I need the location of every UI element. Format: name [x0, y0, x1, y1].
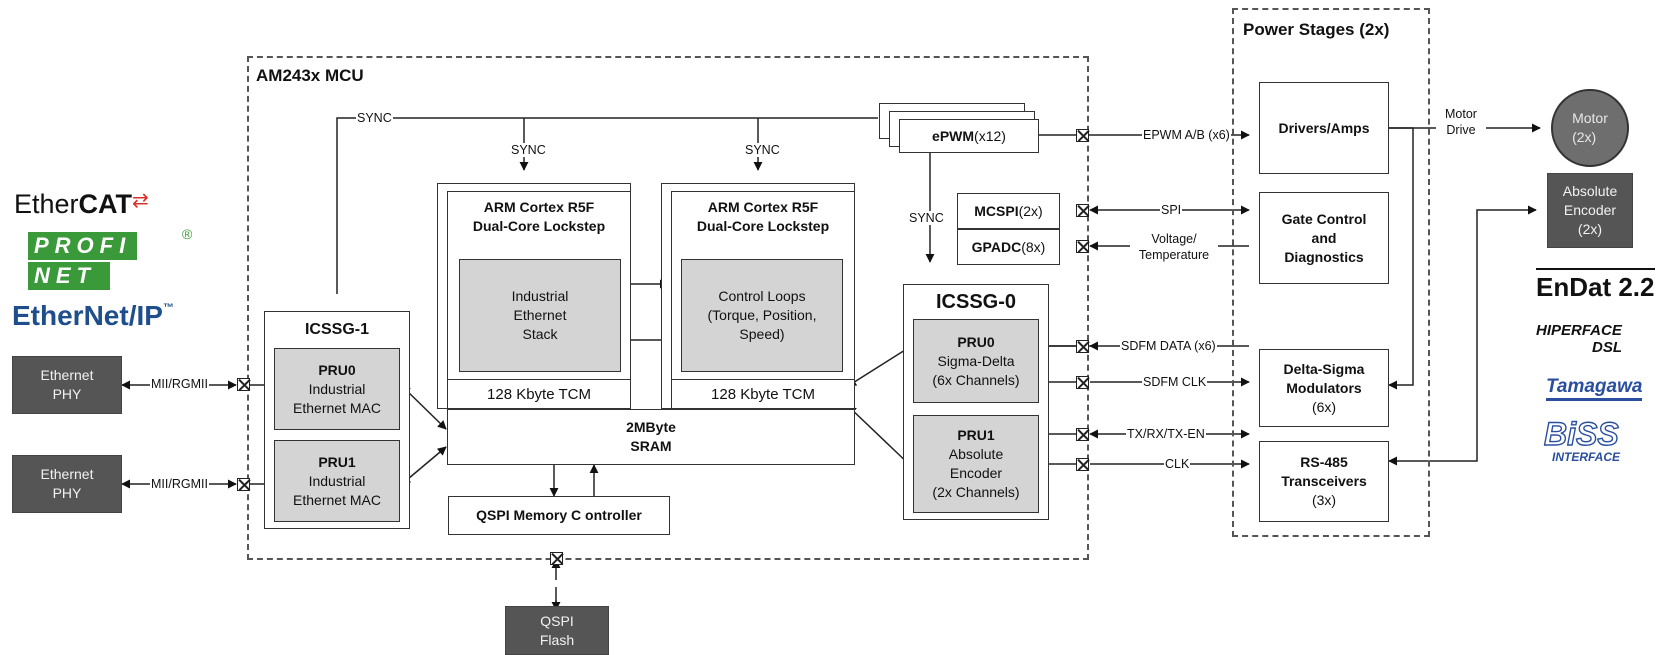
pru1-title: PRU1 — [957, 427, 995, 443]
rs485-title: RS-485 Transceivers — [1281, 454, 1367, 489]
power-stages-title: Power Stages (2x) — [1243, 20, 1390, 39]
gpadc-block: GPADC (8x) — [957, 229, 1060, 265]
endat-logo: EnDat 2.2 — [1536, 268, 1655, 303]
sync-label: SYNC — [908, 211, 945, 225]
gpadc-count: (8x) — [1021, 238, 1046, 255]
pin-mux-icon — [1076, 129, 1089, 142]
tamagawa-logo: Tamagawa — [1546, 376, 1643, 401]
rs485-transceivers: RS-485 Transceivers (3x) — [1259, 441, 1389, 522]
sram-2mbyte: 2MByte SRAM — [447, 409, 855, 465]
gate-control-diagnostics: Gate Control and Diagnostics — [1259, 192, 1389, 284]
r5f-b-tcm: 128 Kbyte TCM — [671, 379, 855, 409]
drivers-amps: Drivers/Amps — [1259, 82, 1389, 174]
mii-label-1: MII/RGMII — [150, 377, 209, 391]
delta-sigma-modulators: Delta-Sigma Modulators (6x) — [1259, 349, 1389, 427]
r5f-b-title: ARM Cortex R5F Dual-Core Lockstep — [696, 199, 830, 234]
pin-mux-icon — [1076, 340, 1089, 353]
ethernetip-text: EtherNet/IP — [12, 300, 163, 331]
mcspi-count: (2x) — [1018, 202, 1043, 219]
mcspi-block: MCSPI (2x) — [957, 193, 1060, 229]
r5f-a-tcm: 128 Kbyte TCM — [447, 379, 631, 409]
sdfm-data-label: SDFM DATA (x6) — [1120, 339, 1217, 353]
motor-drive-label: Motor Drive — [1436, 106, 1486, 138]
pin-mux-icon — [1076, 240, 1089, 253]
mii-label-2: MII/RGMII — [150, 477, 209, 491]
pru0-body: Sigma-Delta (6x Channels) — [932, 352, 1020, 388]
ethercat-logo: EtherCAT⇄ — [14, 188, 149, 220]
encoder-rs485-line — [1388, 205, 1537, 466]
mcu-title: AM243x MCU — [256, 66, 364, 85]
r5f-a-title: ARM Cortex R5F Dual-Core Lockstep — [472, 199, 606, 234]
rs485-count: (3x) — [1311, 492, 1337, 508]
hiperface-dsl-text: DSL — [1592, 339, 1622, 356]
sdfm-clk-label: SDFM CLK — [1142, 375, 1208, 389]
sync-label: SYNC — [356, 111, 393, 125]
clk-label: CLK — [1164, 457, 1191, 471]
qspi-memory-controller: QSPI Memory C ontroller — [448, 496, 670, 535]
pru1-title: PRU1 — [318, 453, 356, 470]
pin-mux-icon — [1076, 204, 1089, 217]
pin-mux-icon — [1076, 428, 1089, 441]
ds-mod-title: Delta-Sigma Modulators — [1283, 360, 1365, 396]
absolute-encoder: Absolute Encoder (2x) — [1547, 173, 1633, 248]
pin-mux-icon — [237, 478, 250, 491]
power-stages-boundary — [1232, 8, 1430, 537]
ethercat-text-bold: CAT — [78, 189, 133, 219]
tamagawa-text: Tamagawa — [1546, 376, 1643, 397]
pin-mux-icon — [1076, 376, 1089, 389]
pru0-title: PRU0 — [957, 333, 995, 350]
pin-mux-icon — [1076, 458, 1089, 471]
hiperface-text: HIPERFACE — [1536, 322, 1622, 339]
endat-text: EnDat 2.2 — [1536, 272, 1655, 302]
tx-rx-label: TX/RX/TX-EN — [1126, 427, 1206, 441]
ethercat-arrow-icon: ⇄ — [132, 190, 149, 212]
icssg-1-pru0: PRU0 Industrial Ethernet MAC — [274, 348, 400, 430]
hiperface-logo: HIPERFACE DSL — [1536, 322, 1622, 356]
icssg0-to-sram — [847, 405, 914, 469]
ethernet-phy-1: Ethernet PHY — [12, 356, 122, 414]
ethernetip-logo: EtherNet/IP™ — [12, 300, 174, 332]
pin-mux-icon — [237, 378, 250, 391]
epwm-name: ePWM — [932, 127, 975, 144]
mcu-boundary — [247, 56, 1089, 560]
ds-mod-count: (6x) — [1311, 398, 1337, 415]
voltage-temperature-label: Voltage/ Temperature — [1130, 231, 1218, 263]
pru0-title: PRU0 — [318, 361, 356, 378]
icssg-1-title: ICSSG-1 — [304, 321, 369, 338]
pin-mux-icon — [550, 552, 563, 565]
icssg-0-title: ICSSG-0 — [935, 291, 1017, 313]
profinet-registered: ® — [182, 226, 193, 242]
profinet-text-1: PROFI — [28, 232, 138, 260]
sync-bus-line — [336, 117, 878, 294]
profinet-text-2: NET — [28, 262, 110, 290]
motor: Motor (2x) — [1551, 89, 1629, 167]
icssg-1-pru1: PRU1 Industrial Ethernet MAC — [274, 440, 400, 522]
mcspi-name: MCSPI — [974, 202, 1019, 219]
ethernet-phy-2: Ethernet PHY — [12, 455, 122, 513]
icssg-0-pru1: PRU1 Absolute Encoder (2x Channels) — [913, 415, 1039, 513]
profinet-logo: PROFI NET ® — [28, 226, 192, 290]
sync-label: SYNC — [510, 143, 547, 157]
epwm-ab-label: EPWM A/B (x6) — [1142, 128, 1231, 142]
biss-logo: BiSS INTERFACE — [1543, 416, 1621, 464]
biss-interface-text: INTERFACE — [1552, 450, 1621, 464]
pru1-body: Absolute Encoder (2x Channels) — [932, 446, 1020, 500]
control-loops: Control Loops (Torque, Position, Speed) — [681, 259, 843, 372]
pru1-body: Industrial Ethernet MAC — [293, 472, 381, 508]
icssg0-to-tcm — [847, 344, 914, 387]
epwm-count: (x12) — [974, 127, 1006, 144]
epwm-block: ePWM (x12) — [899, 119, 1039, 153]
biss-text: BiSS — [1543, 416, 1619, 452]
sync-label: SYNC — [744, 143, 781, 157]
icssg-0-pru0: PRU0 Sigma-Delta (6x Channels) — [913, 319, 1039, 403]
qspi-flash: QSPI Flash — [505, 606, 609, 655]
ethercat-text: Ether — [14, 189, 79, 219]
industrial-ethernet-stack: Industrial Ethernet Stack — [459, 259, 621, 372]
spi-label: SPI — [1160, 203, 1183, 217]
pru0-body: Industrial Ethernet MAC — [293, 380, 381, 416]
ethernetip-tm: ™ — [162, 302, 174, 314]
gpadc-name: GPADC — [971, 238, 1022, 255]
